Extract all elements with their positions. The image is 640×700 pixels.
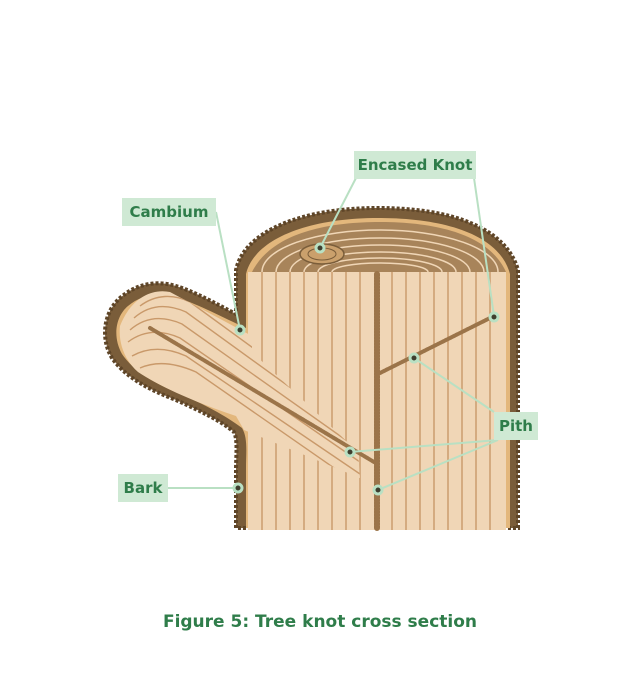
svg-text:Bark: Bark [124,479,164,497]
encased-knot-dot [314,242,326,254]
encased-pith [376,314,496,376]
marker-dots [232,242,500,496]
svg-text:Cambium: Cambium [130,203,209,221]
encased-pith-dot [488,311,500,323]
svg-text:Encased Knot: Encased Knot [358,156,473,174]
figure-caption: Figure 5: Tree knot cross section [162,612,478,632]
branch-knot [119,291,360,478]
cambium-dot [234,324,246,336]
label-pith: Pith [494,412,538,440]
label-bark: Bark [118,474,168,502]
svg-text:Pith: Pith [499,417,533,435]
leader-lines [168,177,499,491]
bark-dot [232,482,244,494]
pith-dot-2 [344,446,356,458]
label-encased-knot: Encased Knot [354,151,476,179]
pith-dot-3 [372,484,384,496]
label-cambium: Cambium [122,198,216,226]
pith-dot-1 [408,352,420,364]
branch-pith [148,326,376,464]
